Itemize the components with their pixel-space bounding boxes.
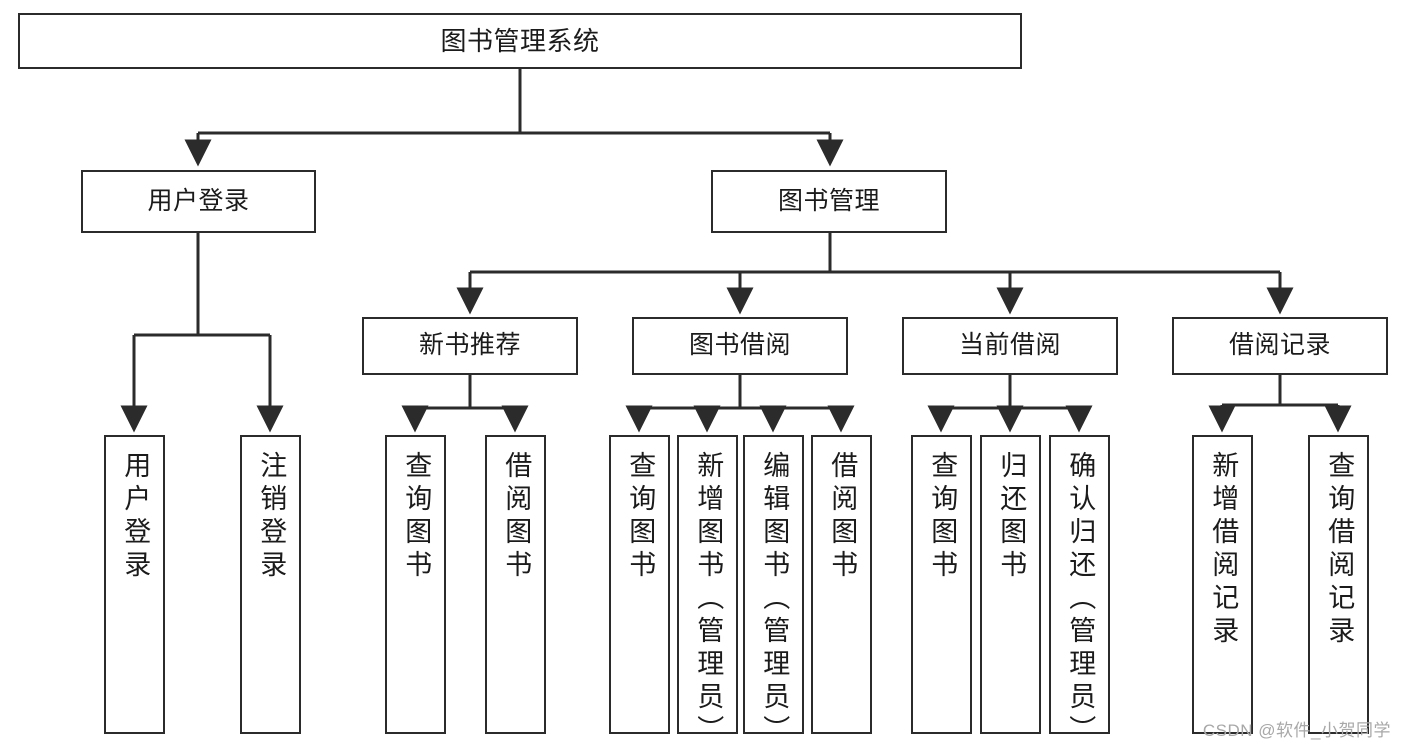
node-leaf-query-book-2[interactable]: 查询图书 bbox=[609, 435, 670, 734]
node-leaf-query-book-1[interactable]: 查询图书 bbox=[385, 435, 446, 734]
node-borrow-record[interactable]: 借阅记录 bbox=[1172, 317, 1388, 375]
node-book-borrow[interactable]: 图书借阅 bbox=[632, 317, 848, 375]
node-root-system[interactable]: 图书管理系统 bbox=[18, 13, 1022, 69]
node-label: 归还图书 bbox=[996, 451, 1027, 583]
node-label: 查询图书 bbox=[401, 451, 432, 583]
node-label: 图书借阅 bbox=[688, 331, 791, 360]
node-new-book-recommend[interactable]: 新书推荐 bbox=[362, 317, 578, 375]
node-label: 新书推荐 bbox=[418, 331, 521, 360]
node-leaf-add-record[interactable]: 新增借阅记录 bbox=[1192, 435, 1253, 734]
node-current-borrow[interactable]: 当前借阅 bbox=[902, 317, 1118, 375]
node-label: 借阅图书 bbox=[827, 451, 858, 583]
node-label: 确认归还（管理员） bbox=[1065, 451, 1096, 747]
node-leaf-add-book[interactable]: 新增图书（管理员） bbox=[677, 435, 738, 747]
node-label: 查询图书 bbox=[927, 451, 958, 583]
node-book-management[interactable]: 图书管理 bbox=[711, 170, 947, 233]
node-label: 用户登录 bbox=[120, 451, 151, 583]
node-leaf-confirm-return[interactable]: 确认归还（管理员） bbox=[1049, 435, 1110, 747]
node-label: 借阅记录 bbox=[1228, 331, 1331, 360]
node-label: 注销登录 bbox=[256, 451, 287, 583]
node-label: 查询借阅记录 bbox=[1324, 451, 1355, 649]
node-label: 图书管理系统 bbox=[440, 25, 600, 56]
watermark-text: CSDN @软件_小贺同学 bbox=[1202, 721, 1391, 740]
node-label: 编辑图书（管理员） bbox=[759, 451, 790, 747]
node-label: 借阅图书 bbox=[501, 451, 532, 583]
node-label: 用户登录 bbox=[147, 186, 250, 215]
node-label: 图书管理 bbox=[777, 186, 880, 215]
node-label: 新增借阅记录 bbox=[1208, 451, 1239, 649]
node-leaf-user-login[interactable]: 用户登录 bbox=[104, 435, 165, 734]
node-leaf-return-book[interactable]: 归还图书 bbox=[980, 435, 1041, 734]
node-leaf-edit-book[interactable]: 编辑图书（管理员） bbox=[743, 435, 804, 747]
node-leaf-borrow-book-2[interactable]: 借阅图书 bbox=[811, 435, 872, 734]
node-leaf-query-record[interactable]: 查询借阅记录 bbox=[1308, 435, 1369, 734]
node-user-login[interactable]: 用户登录 bbox=[81, 170, 316, 233]
node-label: 当前借阅 bbox=[958, 331, 1061, 360]
node-leaf-logout-login[interactable]: 注销登录 bbox=[240, 435, 301, 734]
node-leaf-query-book-3[interactable]: 查询图书 bbox=[911, 435, 972, 734]
node-leaf-borrow-book-1[interactable]: 借阅图书 bbox=[485, 435, 546, 734]
node-label: 查询图书 bbox=[625, 451, 656, 583]
node-label: 新增图书（管理员） bbox=[693, 451, 724, 747]
